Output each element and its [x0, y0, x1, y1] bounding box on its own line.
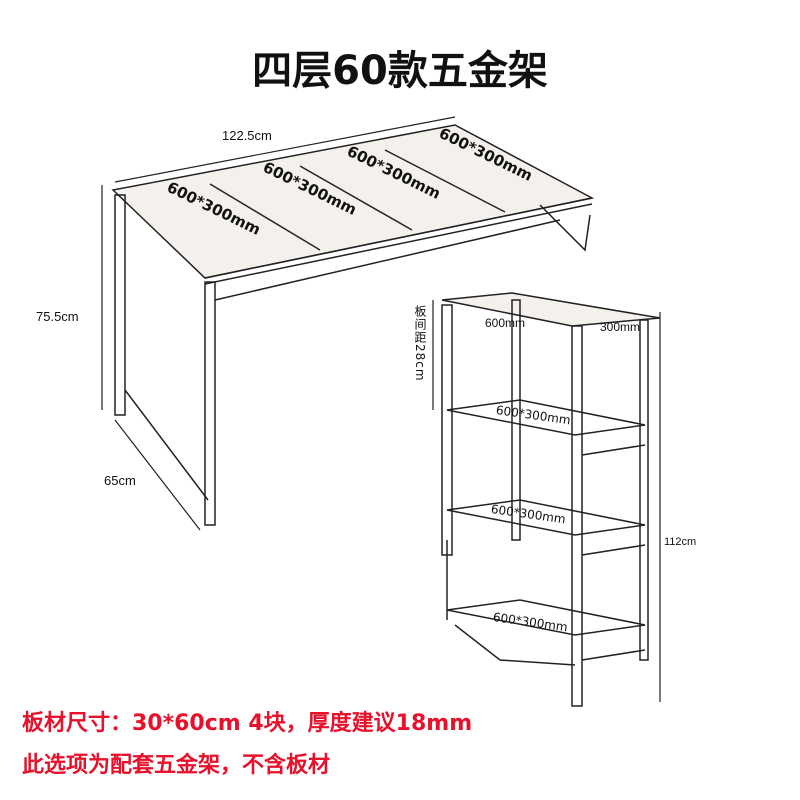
hardware-only-note: 此选项为配套五金架，不含板材 — [22, 753, 331, 778]
page-title: 四层60款五金架 — [252, 48, 548, 94]
board-size-note: 板材尺寸：30*60cm 4块，厚度建议18mm — [22, 711, 473, 736]
table-height-label: 75.5cm — [36, 309, 79, 324]
folding-table-drawing — [111, 124, 595, 526]
shelf-depth-label: 300mm — [600, 320, 641, 334]
shelf-rack-drawing — [432, 292, 661, 707]
shelf-width-label: 600mm — [485, 316, 526, 330]
table-depth-label: 65cm — [104, 473, 136, 488]
shelf-height-label: 112cm — [664, 536, 697, 548]
table-dimension-lines — [101, 116, 456, 531]
shelf-spacing-label: 板间距28cm — [413, 305, 427, 382]
table-width-label: 122.5cm — [222, 128, 272, 143]
